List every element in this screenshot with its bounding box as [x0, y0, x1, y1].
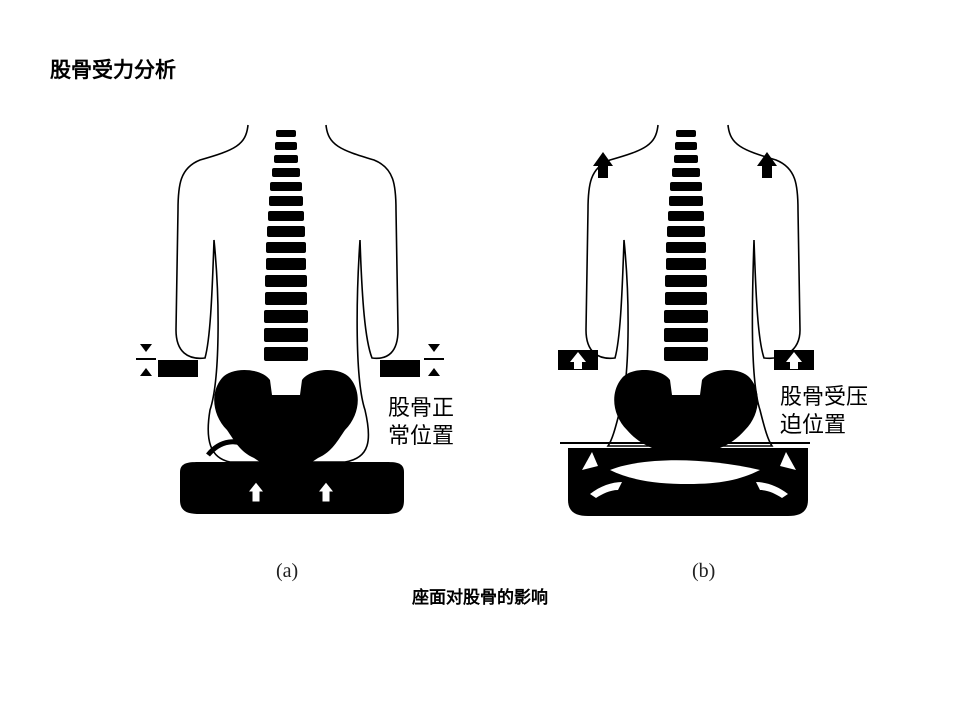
- note-b-line-1: 股骨受压: [780, 385, 869, 410]
- pelvis-a: [214, 369, 358, 470]
- note-a-line-2: 常位置: [388, 424, 455, 449]
- shoulder-arrows-b: [593, 152, 777, 178]
- seat-arrows-a: [246, 481, 336, 503]
- figure-a-label: (a): [276, 560, 299, 582]
- note-compressed-position: 股骨受压 迫位置: [780, 384, 880, 440]
- armrest-left-a: [158, 360, 198, 377]
- armrest-right-a: [380, 360, 420, 377]
- seat-arrows-b: [582, 452, 796, 498]
- note-normal-position: 股骨正 常位置: [388, 395, 468, 451]
- spine-b: [664, 130, 708, 361]
- slide-title: 股骨受力分析: [50, 57, 176, 82]
- figure-caption: 座面对股骨的影响: [412, 588, 548, 608]
- note-b-line-2: 迫位置: [780, 413, 847, 438]
- arm-pressure-arrows-a: [136, 344, 444, 376]
- armrest-arrows-b: [570, 352, 802, 369]
- note-a-line-1: 股骨正: [388, 396, 455, 421]
- figure-b-label: (b): [692, 560, 716, 582]
- spine-a: [264, 130, 308, 361]
- pelvis-b: [614, 369, 758, 448]
- seat-cushion-a: [180, 462, 404, 514]
